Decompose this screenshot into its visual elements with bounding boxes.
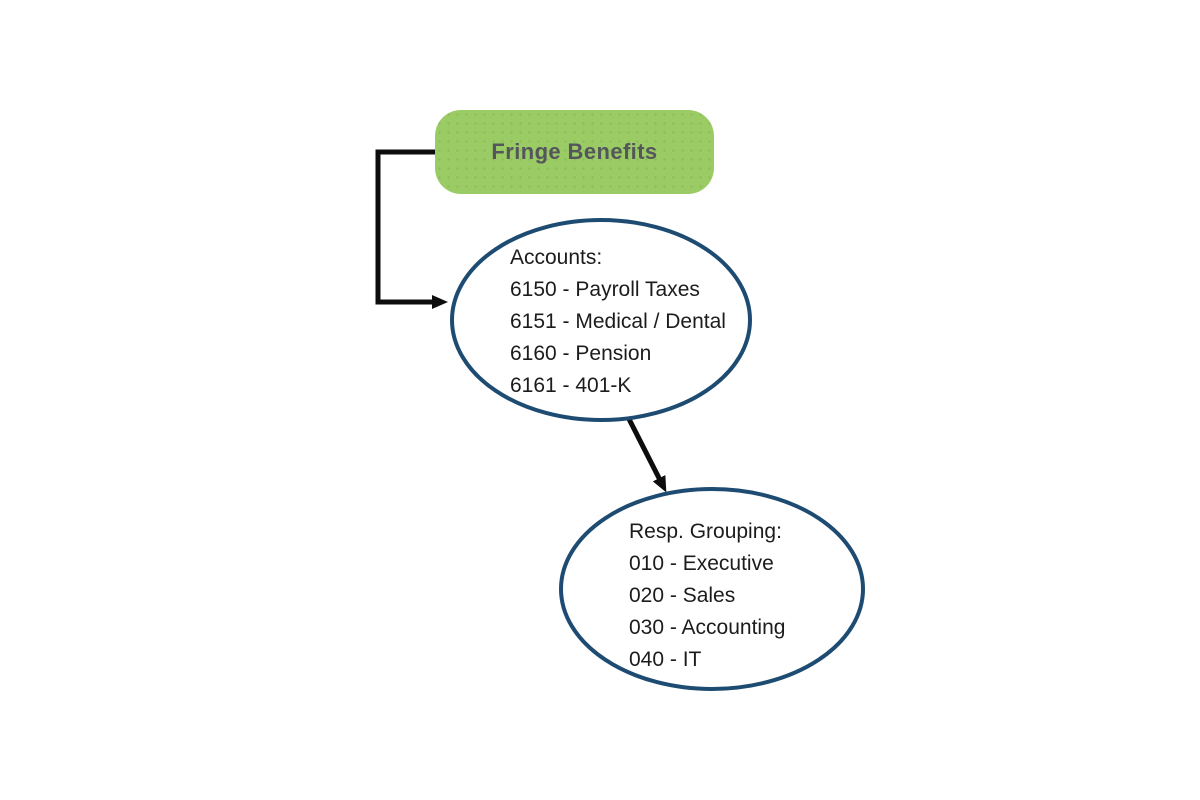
accounts-item: 6150 - Payroll Taxes bbox=[510, 278, 700, 301]
resp-grouping-text-block: Resp. Grouping: 010 - Executive 020 - Sa… bbox=[629, 516, 785, 676]
accounts-item: 6151 - Medical / Dental bbox=[510, 310, 726, 333]
resp-grouping-heading: Resp. Grouping: bbox=[629, 520, 782, 543]
resp-grouping-item: 010 - Executive bbox=[629, 552, 774, 575]
accounts-item: 6160 - Pension bbox=[510, 342, 652, 365]
fringe-benefits-node: Fringe Benefits bbox=[435, 110, 714, 194]
resp-grouping-item: 030 - Accounting bbox=[629, 616, 786, 639]
resp-grouping-ellipse bbox=[559, 487, 865, 691]
resp-grouping-item: 020 - Sales bbox=[629, 584, 736, 607]
accounts-ellipse bbox=[450, 218, 752, 422]
accounts-item: 6161 - 401-K bbox=[510, 374, 632, 397]
resp-grouping-item: 040 - IT bbox=[629, 648, 702, 671]
connector-fringe-to-accounts-arrow bbox=[375, 149, 448, 309]
accounts-text-block: Accounts: 6150 - Payroll Taxes 6151 - Me… bbox=[510, 242, 726, 402]
connector-accounts-to-resp-grouping-arrow bbox=[626, 417, 667, 493]
fringe-benefits-label: Fringe Benefits bbox=[491, 139, 658, 164]
accounts-heading: Accounts: bbox=[510, 246, 603, 269]
